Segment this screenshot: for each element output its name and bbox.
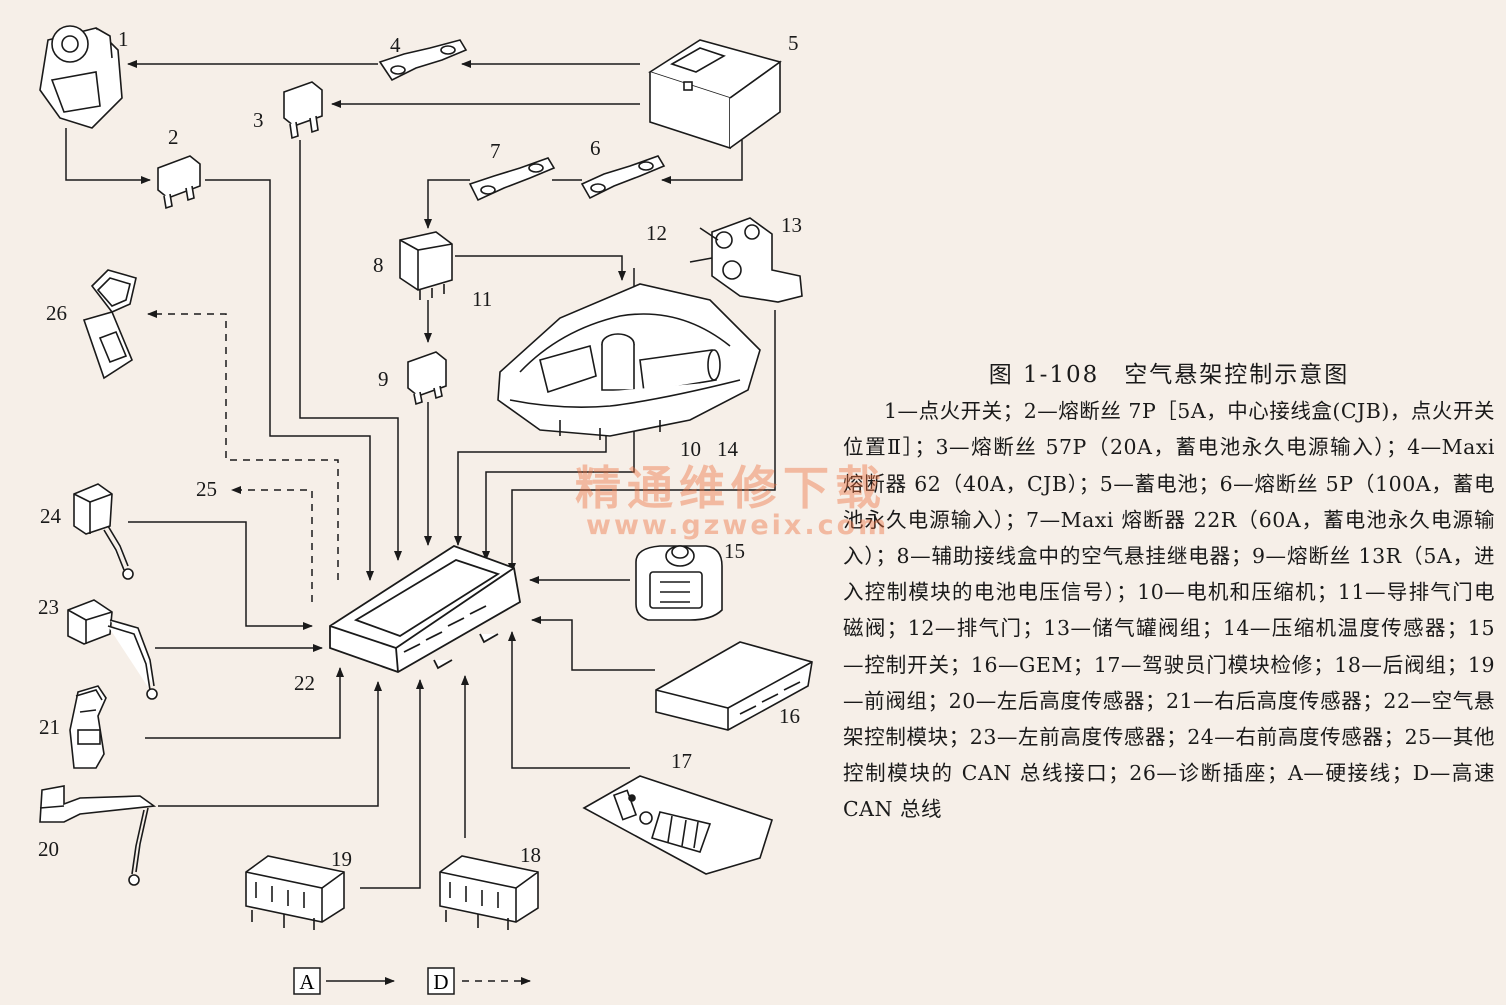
callout-2: 2 [168,125,179,149]
right-front-height-sensor [73,483,134,580]
control-switch [635,545,723,621]
figure-legend: 1—点火开关；2—熔断丝 7P［5A，中心接线盒(CJB)，点火开关位置Ⅱ］；3… [843,399,1495,822]
callout-10: 10 [680,437,701,461]
callout-21: 21 [39,715,60,739]
wire-8-to-10 [455,255,626,281]
callout-11: 11 [472,287,492,311]
watermark-text: 精通维修下载 [575,461,887,515]
callout-26: 26 [46,301,67,325]
air-suspension-relay [399,231,453,300]
callout-6: 6 [590,136,601,160]
callout-23: 23 [38,595,59,619]
wire-21-to-22 [145,667,344,739]
can-22-to-26 [147,310,339,580]
maxi-fuse-62 [378,39,468,82]
wire-3-to-22 [299,140,402,561]
left-rear-height-sensor [39,785,157,886]
can-22-to-25 [231,486,313,602]
fuse-7p [157,155,201,210]
callout-20: 20 [38,837,59,861]
wire-13-to-22 [508,310,776,573]
wire-24-to-22 [128,521,313,630]
diagnostic-socket [82,269,137,380]
callout-7: 7 [490,139,501,163]
can-key-label: D [433,970,448,994]
wire-5-to-6 [661,140,743,184]
can-connections [147,310,339,602]
callout-1: 1 [118,27,129,51]
compressor-assembly [497,283,761,440]
callout-12: 12 [646,221,667,245]
fuse-57p [283,81,323,140]
wire-17-to-22 [508,631,630,769]
left-front-height-sensor [67,599,158,700]
can-key-box [427,967,455,995]
callout-3: 3 [253,108,264,132]
right-rear-height-sensor [69,685,107,769]
callout-24: 24 [40,504,62,528]
callout-13: 13 [781,213,802,237]
wire-1-to-2 [65,128,151,184]
figure-title: 图 1-108 空气悬架控制示意图 [988,362,1350,388]
watermark-url: www.gzweix.com [586,510,890,541]
callout-19: 19 [331,847,352,871]
wire-10-to-22 [454,435,607,546]
callout-4: 4 [390,33,401,57]
gem-module [655,641,813,731]
air-suspension-control-module [329,545,521,673]
callout-17: 17 [671,749,692,773]
driver-door-module [582,775,773,875]
rear-valve-block [439,855,539,930]
wire-19-to-22 [360,679,424,889]
callout-16: 16 [779,704,800,728]
callout-9: 9 [378,367,389,391]
hardwire-connections [65,60,776,889]
ignition-switch [39,25,123,129]
wire-7-to-8 [424,179,470,229]
battery [648,39,782,150]
callout-15: 15 [724,539,745,563]
callout-numbers: 1 2 3 4 5 6 7 8 9 10 11 12 13 14 15 16 1… [38,27,802,871]
callout-25: 25 [196,477,217,501]
line-key: A D [293,967,531,995]
figure-caption: 图 1-108 空气悬架控制示意图 1—点火开关；2—熔断丝 7P［5A，中心接… [843,357,1495,828]
maxi-fuse-22r [468,157,556,202]
fuse-13r [407,351,447,406]
callout-8: 8 [373,253,384,277]
callout-22: 22 [294,671,315,695]
wire-2-to-22 [205,179,374,581]
wire-20-to-22 [158,681,382,807]
callout-18: 18 [520,843,541,867]
wire-16-to-22 [531,616,655,671]
fuse-5p [580,155,666,200]
callout-5: 5 [788,31,799,55]
front-valve-block [245,855,345,930]
reservoir-valve-block [689,217,803,303]
hardwire-key-box [293,967,321,995]
hardwire-key-label: A [299,970,315,994]
callout-14: 14 [717,437,739,461]
